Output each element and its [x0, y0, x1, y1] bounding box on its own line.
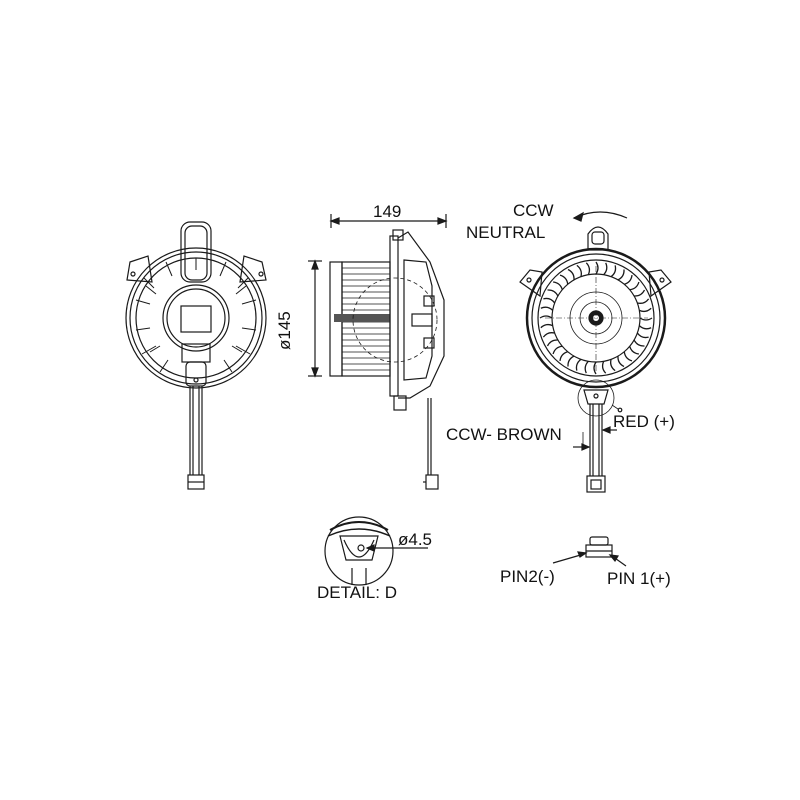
side-view: [308, 214, 448, 490]
wire-negative-label: CCW- BROWN: [446, 425, 562, 444]
front-view: [125, 221, 267, 490]
rotation-mode-label: NEUTRAL: [466, 223, 546, 242]
connector-view: [552, 536, 627, 567]
pin2-label: PIN2(-): [500, 567, 555, 586]
diameter-dimension-label: ø145: [275, 311, 294, 350]
wire-positive-label: RED (+): [613, 412, 675, 431]
hole-diameter-label: ø4.5: [398, 530, 433, 549]
rotation-direction-label: CCW: [513, 201, 554, 220]
length-dimension-label: 149: [373, 202, 402, 221]
pin1-label: PIN 1(+): [607, 569, 671, 588]
detail-d-view: [324, 516, 428, 586]
detail-label: DETAIL: D: [317, 583, 397, 602]
rear-view: [519, 211, 672, 493]
